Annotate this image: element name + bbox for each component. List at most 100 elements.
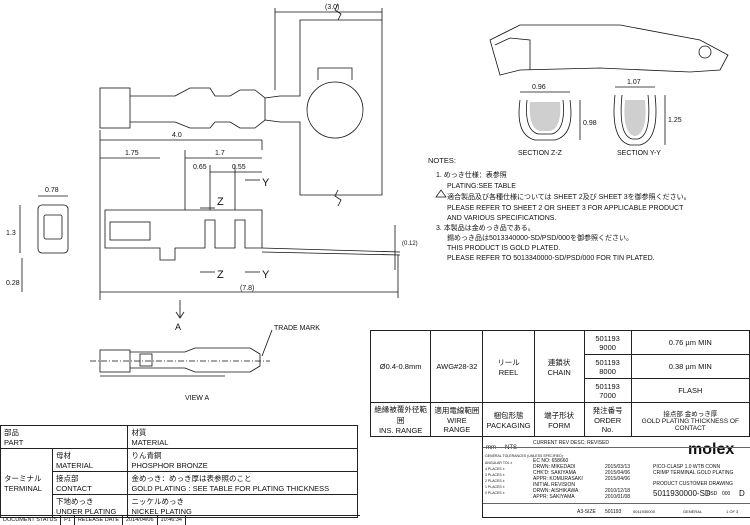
dim-0-28: 0.28 xyxy=(6,280,20,287)
order-no-2: 501193 8000 xyxy=(583,354,632,379)
dim-0-65: 0.65 xyxy=(193,164,207,171)
current-rev: CURRENT REV DESC: REVISED xyxy=(533,440,610,446)
rev-000: 000 xyxy=(722,491,731,497)
release-date-value: 2014/04/06 xyxy=(123,516,158,525)
dim-1-3: 1.3 xyxy=(6,230,16,237)
release-time-value: 10:46:34 xyxy=(158,516,186,525)
order-no-3: 501193 7000 xyxy=(583,378,632,403)
dim-0-12: (0.12) xyxy=(402,241,418,247)
date3: 2015/04/06 xyxy=(605,476,631,482)
dim-0-96: 0.96 xyxy=(532,84,546,91)
product-name: PICO-CLASP 1.0 WTB CONN xyxy=(653,464,721,470)
dim-0-55: 0.55 xyxy=(232,164,246,171)
places-3: 3 PLACES ± xyxy=(485,473,505,477)
notes-heading: NOTES: xyxy=(428,156,456,165)
date5: 2010/01/08 xyxy=(605,494,631,500)
product-desc: CRIMP TERMINAL GOLD PLATING xyxy=(653,470,734,476)
warning-triangle-icon xyxy=(435,189,447,198)
dim-1-75: 1.75 xyxy=(125,150,139,157)
series: 501193 xyxy=(605,509,622,515)
title-block: CURRENT REV DESC: REVISED mm NTS GENERAL… xyxy=(482,436,750,518)
dim-0-78: 0.78 xyxy=(45,187,59,194)
material-no: 5011930000 xyxy=(633,509,655,514)
sheet-size: A3-SIZE xyxy=(577,509,596,515)
note-line-9: PLEASE REFER TO 5013340000-SD/PSD/000 FO… xyxy=(447,255,655,262)
note-line-7: 錫めっき品は5013340000-SD/PSD/000を御参照ください。 xyxy=(447,233,633,242)
plating-3: FLASH xyxy=(630,378,750,403)
places-4: 4 PLACES ± xyxy=(485,467,505,471)
doc-number: 5011930000-SD xyxy=(653,489,711,498)
release-date-label: RELEASE DATE xyxy=(75,516,123,525)
form-value: 連鎖状 CHAIN xyxy=(533,330,585,403)
appr: APPR: KOMURASAKI xyxy=(533,476,583,482)
ins-range-value: Ø0.4-0.8mm xyxy=(369,330,432,403)
angular-tol: ANGULAR TOL ± xyxy=(485,461,513,465)
spec-table: Ø0.4-0.8mm AWG#28-32 リール REEL 連鎖状 CHAIN … xyxy=(369,330,750,437)
ec-no: EC NO: 658660 xyxy=(533,458,569,464)
unit-mm: mm xyxy=(486,445,496,451)
note-line-2: PLATING:SEE TABLE xyxy=(447,183,516,190)
note-line-3: 適合製品及び各種仕様については SHEET 2及び SHEET 3を御参照くださ… xyxy=(447,192,691,201)
wire-range-value: AWG#28-32 xyxy=(430,330,484,403)
doc-status-label: DOCUMENT STATUS xyxy=(0,516,62,525)
note-line-5: AND VARIOUS SPECIFICATIONS. xyxy=(447,215,556,222)
appr2: APPR: SAKIYAMA xyxy=(533,494,575,500)
date1: 2015/03/13 xyxy=(605,464,631,470)
label-section-yy: SECTION Y-Y xyxy=(617,150,661,157)
drwn2: DRWN: AISHIKAWA xyxy=(533,488,579,494)
plating-2: 0.38 µm MIN xyxy=(630,354,750,379)
dim-1-7: 1.7 xyxy=(215,150,225,157)
doc-status-value: P1 xyxy=(61,516,75,525)
note-line-4: PLEASE REFER TO SHEET 2 OR SHEET 3 FOR A… xyxy=(447,205,684,212)
date2: 2015/04/06 xyxy=(605,470,631,476)
drawing-type: PRODUCT CUSTOMER DRAWING xyxy=(653,481,733,487)
molex-logo: molex xyxy=(688,441,735,458)
note-line-1: 1. めっき仕様：表参照 xyxy=(436,170,507,179)
note-line-6: 3. 本製品は金めっき品である。 xyxy=(436,223,535,232)
dim-1-07: 1.07 xyxy=(627,79,641,86)
psd: PSD xyxy=(707,491,718,497)
places-2: 2 PLACES ± xyxy=(485,479,505,483)
label-view-a: VIEW A xyxy=(185,395,209,402)
packaging-value: リール REEL xyxy=(482,330,535,403)
dim-0-98: 0.98 xyxy=(583,120,597,127)
order-no-1: 501193 9000 xyxy=(583,330,632,355)
note-line-8: THIS PRODUCT IS GOLD PLATED. xyxy=(447,245,560,252)
document-status-bar: DOCUMENT STATUS P1 RELEASE DATE 2014/04/… xyxy=(0,515,360,525)
tolerance-label: GENERAL TOLERANCES (UNLESS SPECIFIED) xyxy=(485,454,563,458)
chkd: CHK'D: SAKIYAMA xyxy=(533,470,577,476)
sheet-count: 1 OF 3 xyxy=(726,509,739,514)
scale-nts: NTS xyxy=(505,445,517,451)
label-y-bot: Y xyxy=(262,269,270,281)
plating-1: 0.76 µm MIN xyxy=(630,330,750,355)
places-0: 0 PLACES ± xyxy=(485,491,505,495)
label-section-zz: SECTION Z-Z xyxy=(518,150,563,157)
dim-3-0: (3.0) xyxy=(325,4,339,11)
label-z-bot: Z xyxy=(217,269,224,281)
dim-7-8: (7.8) xyxy=(240,285,254,292)
places-1: 1 PLACES ± xyxy=(485,485,505,489)
dim-1-25: 1.25 xyxy=(668,117,682,124)
label-z-mid: Z xyxy=(217,196,224,208)
initial-rev: INITIAL REVISION xyxy=(533,482,576,488)
dim-4-0: 4.0 xyxy=(172,132,182,139)
date4: 2010/12/18 xyxy=(605,488,631,494)
label-trade-mark: TRADE MARK xyxy=(274,325,320,332)
label-arrow-a: A xyxy=(175,322,181,332)
